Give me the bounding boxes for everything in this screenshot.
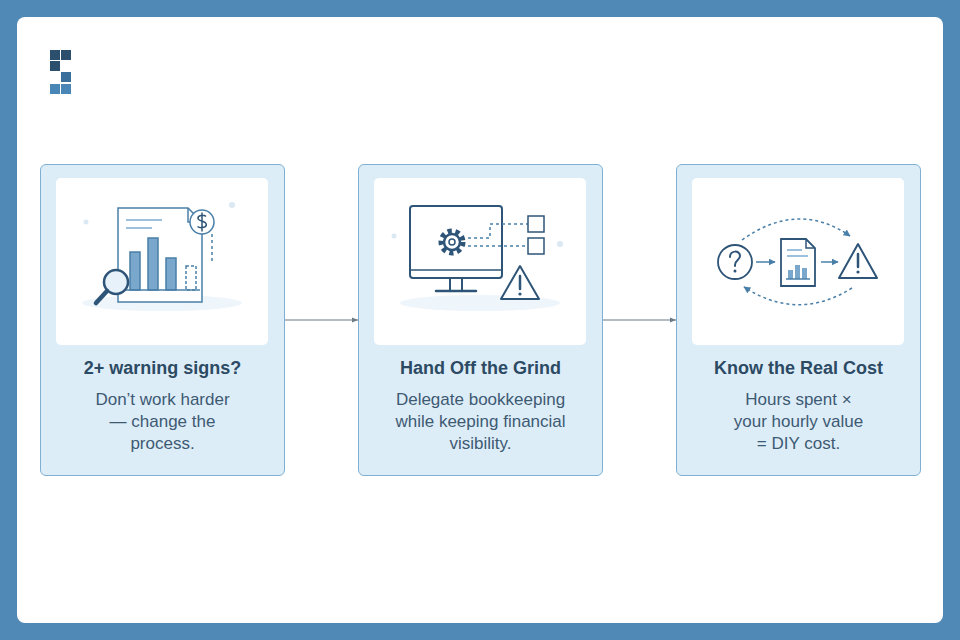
- magnifier-lens: [104, 270, 128, 294]
- warning-triangle: [839, 244, 877, 278]
- document-fold: [806, 239, 815, 248]
- document-icon: [118, 208, 202, 302]
- text-line: [126, 219, 162, 221]
- illustration-panel: [56, 178, 268, 345]
- dollar-symbol: [198, 213, 207, 232]
- card-heading: 2+ warning signs?: [41, 357, 284, 379]
- decor-dot: [392, 234, 397, 239]
- dashed-link: [468, 224, 528, 238]
- chart-bar: [130, 252, 140, 290]
- dashed-link: [468, 245, 528, 247]
- exclamation-dot: [518, 292, 521, 295]
- illustration-panel: [692, 178, 904, 345]
- warning-triangle: [501, 266, 539, 299]
- flow-arrow: [756, 261, 775, 263]
- monitor-base: [436, 290, 476, 293]
- card-body: Hours spent × your hourly value = DIY co…: [730, 389, 868, 455]
- chart-bar: [166, 258, 176, 290]
- flow-connector: [603, 319, 676, 320]
- monitor-stand: [450, 278, 462, 290]
- process-card: Hand Off the GrindDelegate bookkeeping w…: [358, 164, 603, 476]
- chart-baseline: [124, 289, 200, 291]
- chart-bar: [795, 265, 800, 279]
- logo-square: [61, 50, 71, 60]
- document-icon: [781, 239, 815, 286]
- exclamation-dot: [856, 270, 859, 273]
- question-dot: [734, 270, 737, 273]
- flow-arrow: [821, 261, 838, 263]
- chart-bar: [148, 238, 158, 290]
- exclamation-bar: [857, 254, 860, 267]
- decor-dot: [229, 202, 235, 208]
- monitor-screen: [410, 206, 502, 278]
- chart-bar: [802, 268, 807, 279]
- checkbox-square: [528, 238, 544, 254]
- white-frame: [17, 17, 943, 623]
- monitor-bezel: [410, 269, 502, 271]
- gear-body: [444, 234, 460, 250]
- dashed-bar: [186, 266, 196, 290]
- document-fold: [188, 208, 202, 222]
- gear-hub: [449, 239, 455, 245]
- card-heading: Hand Off the Grind: [359, 357, 602, 379]
- logo-square: [50, 61, 60, 71]
- illustration-panel: [374, 178, 586, 345]
- logo-square: [50, 50, 60, 60]
- ground-shadow: [400, 295, 560, 311]
- question-circle: [718, 245, 752, 279]
- flow-connector: [285, 319, 358, 320]
- card-heading: Know the Real Cost: [677, 357, 920, 379]
- cycle-arc: [742, 219, 850, 240]
- gear-teeth: [441, 231, 463, 253]
- ground-shadow: [82, 295, 242, 311]
- decor-dot: [84, 220, 89, 225]
- text-line: [126, 227, 152, 229]
- dashed-guide: [211, 234, 213, 262]
- cycle-illustration: [718, 219, 877, 305]
- checkbox-square: [528, 216, 544, 232]
- coin-circle: [190, 210, 214, 234]
- text-line: [787, 249, 802, 251]
- magnifier-handle: [96, 291, 107, 303]
- brand-logo: [50, 50, 71, 94]
- decor-dot: [557, 241, 563, 247]
- process-card: 2+ warning signs? Don’t work harder — cha…: [40, 164, 285, 476]
- connector-layer: [285, 320, 676, 321]
- exclamation-bar: [519, 276, 522, 289]
- card-body: Delegate bookkeeping while keeping finan…: [381, 389, 581, 455]
- chart-baseline: [786, 278, 810, 280]
- process-card: Know the Real CostHours spent × your hou…: [676, 164, 921, 476]
- chart-bar: [788, 270, 793, 279]
- cycle-arc: [744, 287, 852, 305]
- card-body: Don’t work harder — change the process.: [90, 389, 235, 455]
- logo-square: [61, 72, 71, 82]
- report-illustration: [82, 202, 242, 311]
- question-mark: [730, 252, 740, 266]
- text-line: [787, 255, 808, 257]
- logo-square: [50, 84, 60, 94]
- logo-square: [61, 84, 71, 94]
- monitor-illustration: [392, 206, 564, 311]
